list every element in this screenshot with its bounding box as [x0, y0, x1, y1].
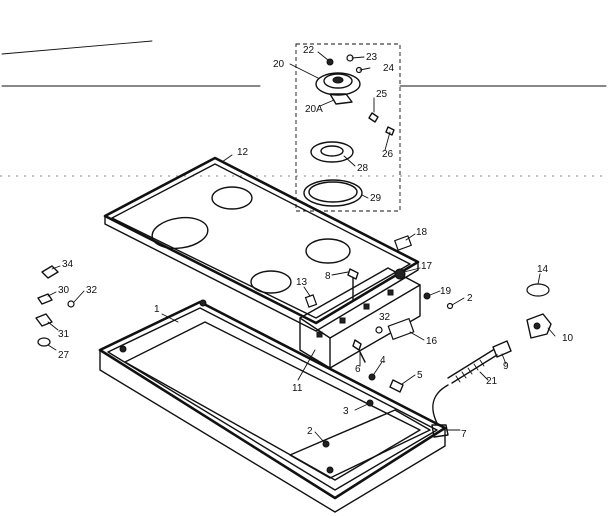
callout-24: 24 — [383, 63, 395, 74]
loose-parts-left — [35, 265, 75, 347]
callout-9: 9 — [503, 361, 509, 372]
callout-16: 16 — [426, 336, 438, 347]
burner-opening-rear-left — [211, 186, 253, 210]
callout-22: 22 — [303, 45, 315, 56]
callout-6: 6 — [355, 364, 361, 375]
trim-ring — [303, 179, 363, 207]
callout-11: 11 — [292, 383, 303, 394]
callout-21: 21 — [486, 376, 498, 387]
callout-8: 8 — [325, 271, 331, 282]
callout-18: 18 — [416, 227, 428, 238]
burner-opening-front-right — [250, 270, 292, 294]
callout-31: 31 — [58, 329, 70, 340]
callout-20a: 20A — [305, 104, 323, 115]
leader-lines — [47, 51, 556, 443]
callout-4: 4 — [380, 355, 386, 366]
callout-12: 12 — [237, 147, 249, 158]
callout-19: 19 — [440, 286, 452, 297]
callout-32: 32 — [86, 285, 98, 296]
hardware-parts — [119, 54, 454, 474]
callout-26: 26 — [382, 149, 394, 160]
callout-20: 20 — [273, 59, 285, 70]
callout-28: 28 — [357, 163, 369, 174]
callout-23: 23 — [366, 52, 378, 63]
burner-head — [315, 72, 361, 105]
scan-lines — [0, 40, 607, 177]
burner-opening-front-left — [151, 216, 209, 250]
callout-1: 1 — [154, 304, 160, 315]
burner-opening-rear-right — [305, 238, 351, 264]
burner-assembly-box — [295, 43, 401, 212]
callout-27: 27 — [58, 350, 70, 361]
control-bracket — [299, 267, 421, 369]
cooktop-top-panel — [103, 156, 420, 332]
callout-25: 25 — [376, 89, 388, 100]
callout-labels: 1 2 2 3 4 5 6 7 8 9 10 11 12 13 14 16 17… — [58, 45, 574, 440]
callout-2: 2 — [307, 426, 313, 437]
callout-3: 3 — [343, 406, 349, 417]
callout-14: 14 — [537, 264, 549, 275]
callout-5: 5 — [417, 370, 423, 381]
callout-32: 32 — [379, 312, 391, 323]
callout-29: 29 — [370, 193, 382, 204]
callout-30: 30 — [58, 285, 70, 296]
burner-box-tray — [98, 300, 447, 513]
callout-10: 10 — [562, 333, 574, 344]
burner-ring — [310, 141, 354, 163]
callout-13: 13 — [296, 277, 308, 288]
callout-2: 2 — [467, 293, 473, 304]
callout-17: 17 — [421, 261, 433, 272]
callout-34: 34 — [62, 259, 74, 270]
callout-7: 7 — [461, 429, 467, 440]
